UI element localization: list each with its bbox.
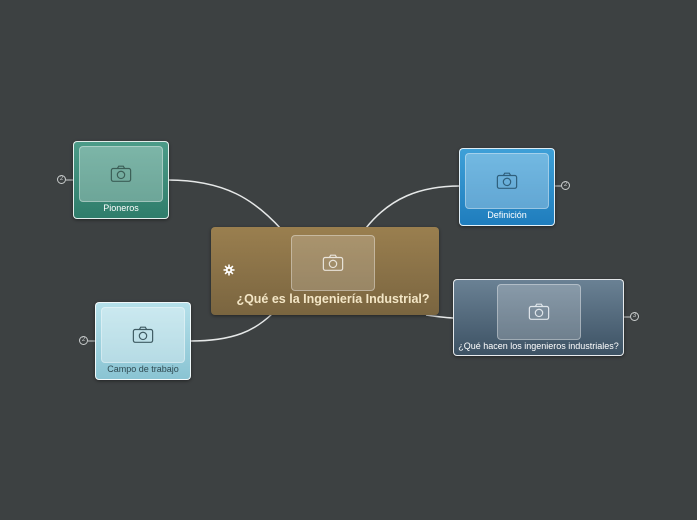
- collapse-count-que-hacen[interactable]: 3: [630, 312, 639, 321]
- camera-icon: [110, 165, 132, 182]
- topic-que-hacen[interactable]: ¿Qué hacen los ingenieros industriales?: [453, 279, 624, 356]
- connector-campo: [189, 313, 273, 342]
- camera-icon: [528, 303, 550, 320]
- camera-icon: [132, 326, 154, 343]
- campo-image-placeholder[interactable]: [101, 307, 185, 363]
- central-image-placeholder[interactable]: [291, 235, 375, 291]
- camera-icon: [322, 254, 344, 271]
- definicion-image-placeholder[interactable]: [465, 153, 549, 209]
- connector-pioneros: [167, 179, 283, 231]
- topic-label: Campo de trabajo: [107, 364, 179, 374]
- topic-definicion[interactable]: Definición: [459, 148, 555, 226]
- connector-definicion: [365, 185, 461, 229]
- collapse-count-campo[interactable]: 2: [79, 336, 88, 345]
- que-hacen-image-placeholder[interactable]: [497, 284, 581, 340]
- central-title: ¿Qué es la Ingeniería Industrial?: [236, 292, 430, 306]
- pioneros-image-placeholder[interactable]: [79, 146, 163, 202]
- gear-icon[interactable]: [223, 264, 235, 276]
- camera-icon: [496, 172, 518, 189]
- topic-pioneros[interactable]: Pioneros: [73, 141, 169, 219]
- collapse-count-pioneros[interactable]: 2: [57, 175, 66, 184]
- connector-que-hacen: [425, 314, 456, 319]
- topic-label: Pioneros: [103, 203, 139, 213]
- topic-label: Definición: [487, 210, 527, 220]
- topic-label: ¿Qué hacen los ingenieros industriales?: [458, 341, 619, 351]
- collapse-count-definicion[interactable]: 2: [561, 181, 570, 190]
- central-topic[interactable]: ¿Qué es la Ingeniería Industrial?: [211, 227, 439, 315]
- topic-campo-de-trabajo[interactable]: Campo de trabajo: [95, 302, 191, 380]
